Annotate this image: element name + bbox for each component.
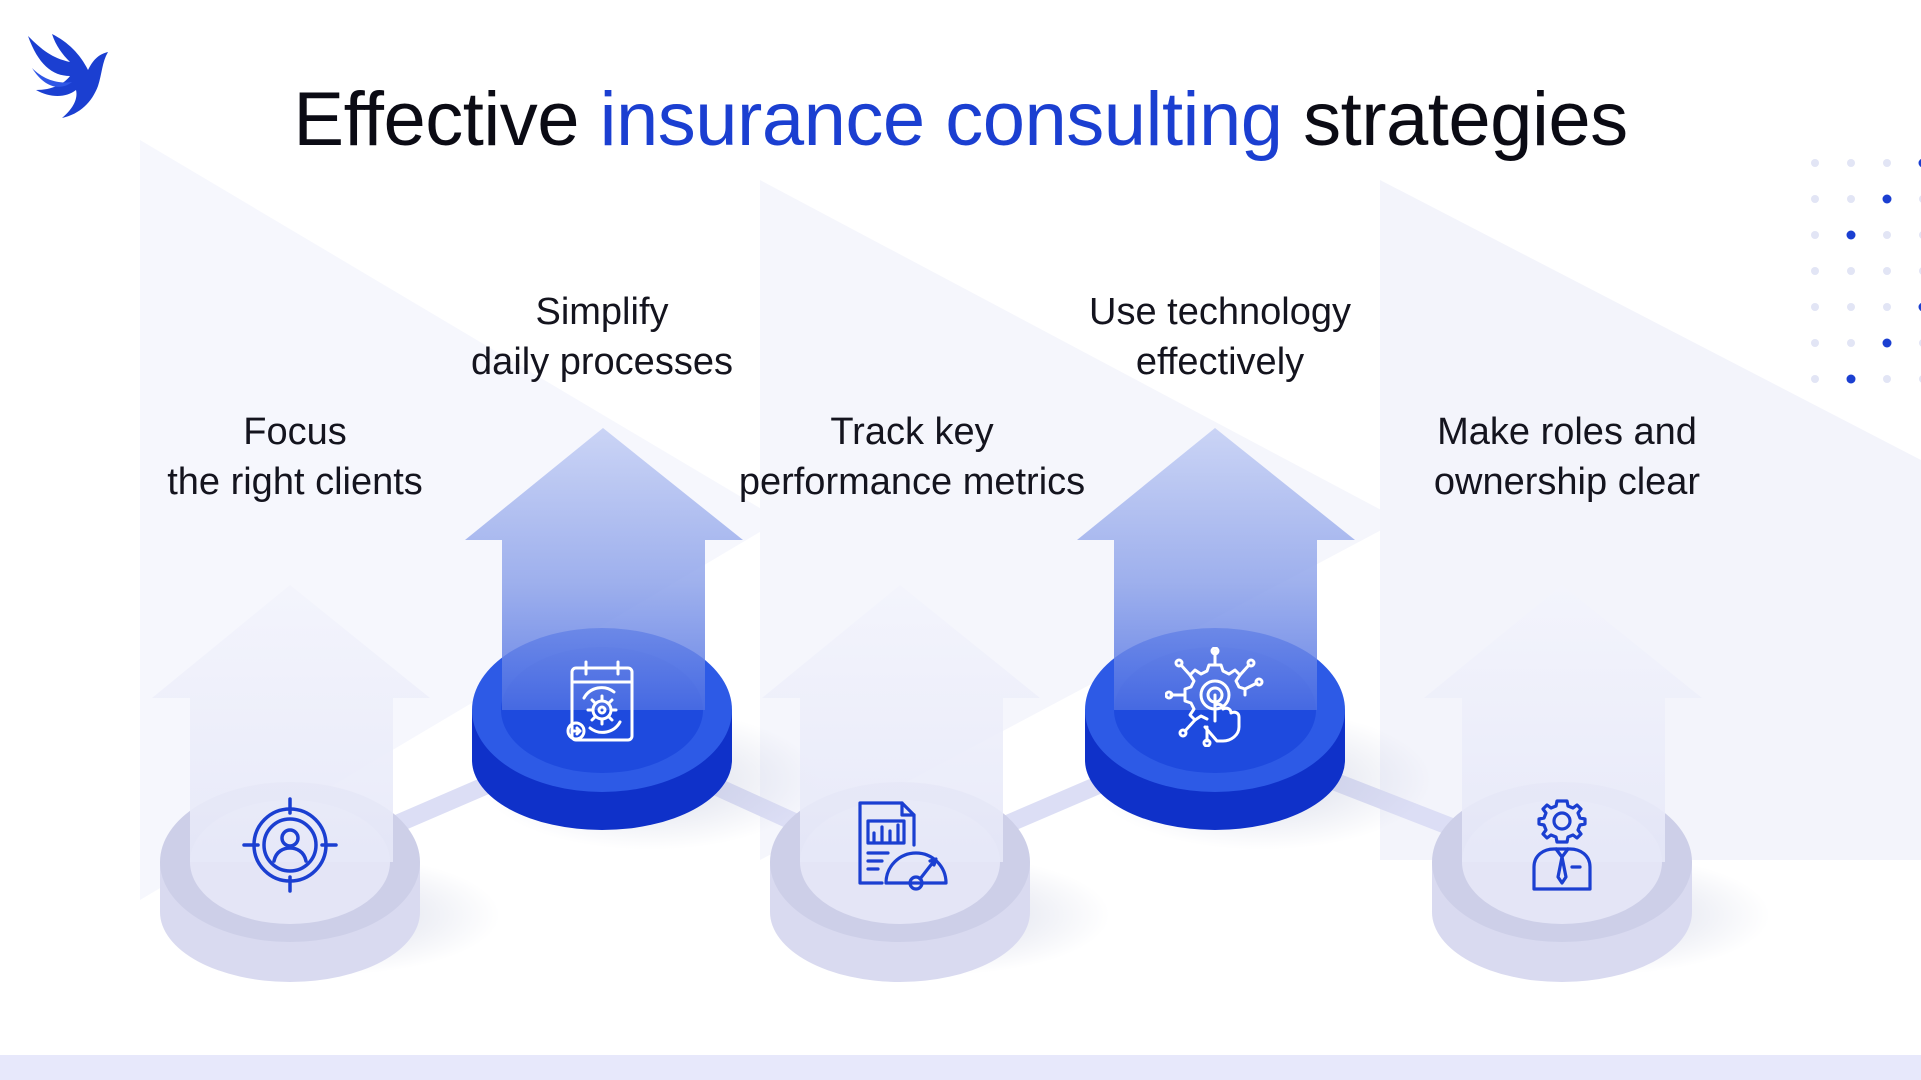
step-1-line-1: Focus [243,411,347,453]
step-5-graphic [1424,585,1770,982]
page-title: Effective insurance consulting strategie… [0,72,1921,168]
step-5-line-1: Make roles and [1437,411,1697,453]
step-2-line-2: daily processes [471,341,733,383]
step-1-graphic [152,585,500,982]
step-1-line-2: the right clients [167,461,423,503]
title-accent: insurance consulting [599,77,1283,162]
target-user-icon [242,797,338,893]
decor-dot [1847,303,1855,311]
title-part-1: Effective [293,77,600,162]
decor-dot [1811,375,1819,383]
bird-logo-icon [28,34,108,118]
decor-dot [1883,375,1891,383]
step-2-graphic [465,428,820,850]
decor-dot [1918,158,1921,168]
decor-dot [1882,194,1892,204]
decor-dot [1883,267,1891,275]
step-5-line-2: ownership clear [1433,461,1701,503]
step-3-graphic [762,585,1110,982]
decor-dot [1846,230,1856,240]
decor-dot [1811,159,1819,167]
step-2-line-1: Simplify [535,291,669,333]
step-1-label: Focus the right clients [85,407,505,507]
gear-person-icon [1532,799,1592,891]
dot-grid [1811,158,1921,384]
report-gauge-icon [858,801,948,891]
title-part-3: strategies [1282,77,1628,162]
decor-dot [1918,302,1921,312]
step-2-label: Simplify daily processes [392,287,812,387]
decor-dot [1847,267,1855,275]
calendar-gear-icon [566,660,634,742]
decor-dot [1811,195,1819,203]
step-4-line-2: effectively [1135,341,1305,383]
decor-dot [1847,195,1855,203]
step-4-graphic [1077,428,1432,850]
decor-dot [1811,267,1819,275]
decor-dot [1811,303,1819,311]
decor-dot [1811,231,1819,239]
decor-dot [1883,159,1891,167]
decor-dot [1883,303,1891,311]
footer-bar [0,1055,1921,1080]
touch-gear-icon [1165,647,1264,747]
step-4-label: Use technology effectively [1010,287,1430,387]
decor-dot [1882,338,1892,348]
step-5-label: Make roles and ownership clear [1357,407,1777,507]
step-3-label: Track key performance metrics [702,407,1122,507]
step-3-line-2: performance metrics [738,461,1086,503]
decor-dot [1883,231,1891,239]
step-4-line-1: Use technology [1089,291,1351,333]
decor-dot [1811,339,1819,347]
decor-dot [1847,159,1855,167]
step-3-line-1: Track key [830,411,994,453]
decor-dot [1847,339,1855,347]
decor-dot [1846,374,1856,384]
